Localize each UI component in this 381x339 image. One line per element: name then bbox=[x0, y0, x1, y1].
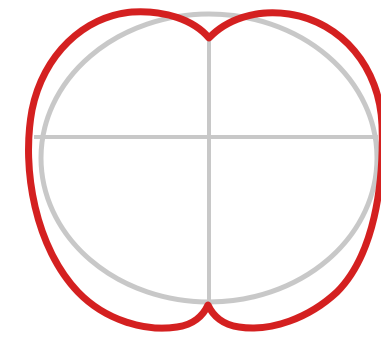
apple-shape-diagram bbox=[0, 0, 381, 339]
diagram-canvas bbox=[0, 0, 381, 339]
